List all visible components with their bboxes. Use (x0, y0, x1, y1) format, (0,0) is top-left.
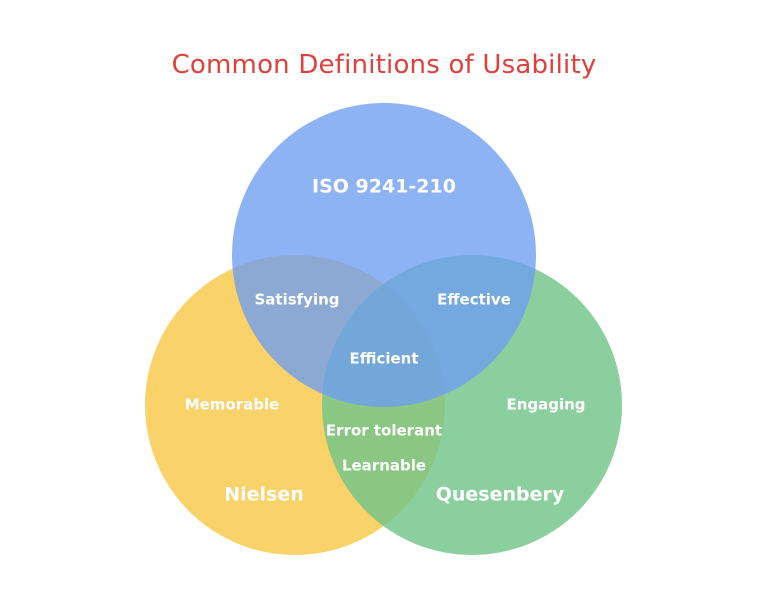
iso-circle (232, 103, 536, 407)
nielsen-label: Nielsen (224, 484, 304, 506)
quesenbery-label: Quesenbery (436, 484, 565, 506)
error-tolerant-label: Error tolerant (326, 422, 442, 440)
effective-label: Effective (437, 291, 511, 309)
iso-label: ISO 9241-210 (312, 176, 456, 198)
learnable-label: Learnable (342, 457, 426, 475)
diagram-title: Common Definitions of Usability (171, 50, 597, 80)
satisfying-label: Satisfying (254, 291, 339, 309)
memorable-label: Memorable (185, 396, 280, 414)
efficient-label: Efficient (349, 350, 418, 368)
engaging-label: Engaging (506, 396, 585, 414)
